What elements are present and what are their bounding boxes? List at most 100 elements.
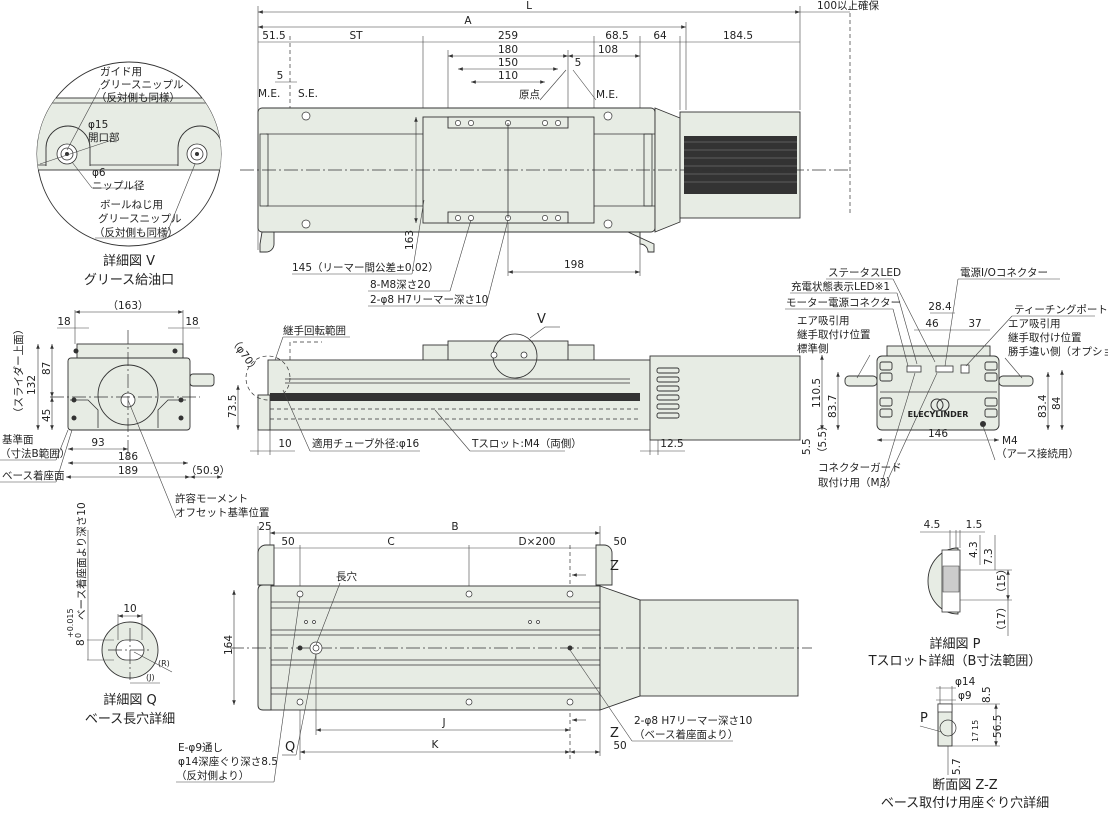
dim-184-5: 184.5 <box>723 30 753 42</box>
dim-L: L <box>526 0 532 12</box>
ballscrew-nipple-label: ボールねじ用 <box>100 199 163 211</box>
top-view: L 100以上確保 A 51.5 ST 259 68.5 64 184.5 18… <box>240 0 880 307</box>
controller-view: ELECYLINDER 110.5 83.7 83.4 84 5.5 （5.5）… <box>785 266 1108 489</box>
opening-label: φ15 <box>88 119 108 131</box>
reamer-label: （ベース着座面より） <box>634 728 738 741</box>
air-standard-label: エア吸引用 <box>797 314 850 327</box>
dim-50-c: 50 <box>613 740 626 752</box>
me-left-label: M.E. <box>258 88 280 100</box>
air-option-label: 継手取付け位置 <box>1008 331 1082 344</box>
air-option-label: エア吸引用 <box>1008 317 1061 330</box>
dim-259: 259 <box>498 30 518 42</box>
nipple-dia-label: ニップル径 <box>92 179 145 192</box>
dim-45: 45 <box>41 409 53 422</box>
moment-label: オフセット基準位置 <box>175 506 270 519</box>
dim-C: C <box>387 536 394 548</box>
tapped-hole-label: 8-M8深さ20 <box>370 279 431 291</box>
reamer-label: 2-φ8 H7リーマー深さ10 <box>634 715 752 727</box>
dim-68-5: 68.5 <box>605 30 628 42</box>
tolerance-lower: 0 <box>74 633 83 638</box>
detail-v: ガイド用 グリースニップル （反対側も同様） φ15 開口部 φ6 ニップル径 … <box>36 61 222 288</box>
dim-87: 87 <box>41 362 53 375</box>
dim-83-7: 83.7 <box>827 395 839 418</box>
dim-110: 110 <box>498 70 518 82</box>
dim-50-b: 50 <box>613 536 626 548</box>
slider-top-label: （スライダー上面） <box>12 324 25 418</box>
fitting-elbow <box>257 544 275 586</box>
dim-46: 46 <box>925 318 939 330</box>
tolerance-upper: +0.015 <box>66 608 75 638</box>
dim-110-5: 110.5 <box>811 378 823 408</box>
ballscrew-nipple-label: （反対側も同様） <box>94 226 178 239</box>
charge-led-label: 充電状態表示LED※1 <box>791 280 890 293</box>
section-z-bottom: Z <box>610 726 619 741</box>
ground-screw <box>980 421 986 427</box>
logo-elecylinder: ELECYLINDER <box>908 410 969 419</box>
dim-163-ref: （163） <box>107 300 148 312</box>
opening-label: 開口部 <box>88 131 120 144</box>
section-zz-title: 断面図 Z-Z <box>932 778 998 793</box>
air-option-label: 勝手違い側（オプション） <box>1008 345 1108 358</box>
section-zz: φ14 φ9 8.5 56.5 17 15 P 5.7 断面図 Z-Z ベース取… <box>881 676 1049 811</box>
grease-nipple-ballscrew <box>186 143 208 165</box>
dim-93: 93 <box>91 437 104 449</box>
detail-p-callout: P <box>920 711 928 726</box>
teaching-port <box>960 364 970 374</box>
reamer-pitch-label: 145（リーマー間公差±0.02） <box>292 261 439 274</box>
connector-guard-label: コネクターガード <box>818 462 902 474</box>
detail-p-title: 詳細図 P <box>930 636 981 652</box>
dim-ST: ST <box>349 30 363 42</box>
motor-power-connector <box>906 365 922 373</box>
dim-17: 17 <box>971 732 980 742</box>
detail-q-subtitle: ベース長穴詳細 <box>85 711 175 727</box>
dim-28-4: 28.4 <box>928 301 952 313</box>
dim-4-5: 4.5 <box>924 519 941 531</box>
m4-label: M4 <box>1002 435 1018 447</box>
dim-A: A <box>464 15 472 27</box>
dim-150: 150 <box>498 57 518 69</box>
dim-12-5: 12.5 <box>660 438 683 450</box>
end-view: （163） 18 18 132 （スライダー上面） 87 45 73.5 93 … <box>0 300 270 519</box>
status-led-label: ステータスLED <box>828 267 901 279</box>
detail-v-title: 詳細図 V <box>103 253 155 269</box>
dim-37: 37 <box>968 318 981 330</box>
dim-10: 10 <box>278 438 291 450</box>
dim-146: 146 <box>928 428 948 440</box>
dim-51-5: 51.5 <box>262 30 285 42</box>
section-z-top: Z <box>610 559 619 574</box>
mounting-hole-label: E-φ9通し <box>178 742 223 754</box>
dim-1-5: 1.5 <box>966 519 983 531</box>
radius-label: (R) <box>158 659 170 668</box>
motor-fins <box>684 136 797 194</box>
ground-label: （アース接続用） <box>996 447 1079 460</box>
detail-q-title: 詳細図 Q <box>103 692 156 708</box>
bottom-view: 25 B 50 C D×200 50 長穴 Z Z 164 J K <box>176 521 812 783</box>
dim-73-5: 73.5 <box>227 395 239 418</box>
nipple-dia-label: φ6 <box>92 167 106 179</box>
slot-label: 長穴 <box>336 570 357 583</box>
detail-p-subtitle: Tスロット詳細（B寸法範囲） <box>868 653 1042 669</box>
dim-7-3: 7.3 <box>983 548 995 565</box>
guide-nipple-label: ガイド用 <box>100 66 142 78</box>
dim-K: K <box>432 739 440 751</box>
dim-17-ref: （17） <box>996 602 1008 636</box>
dim-64: 64 <box>653 30 667 42</box>
fitting-elbow <box>627 231 655 253</box>
j-label: (J) <box>146 673 155 682</box>
reamer-hole-label: 2-φ8 H7リーマー深さ10 <box>370 294 488 306</box>
fitting-elbow <box>259 231 275 253</box>
se-label: S.E. <box>298 88 318 100</box>
mounting-hole-label: （反対側より） <box>176 769 249 782</box>
dim-5-5-ref: （5.5） <box>817 420 829 458</box>
origin-label: 原点 <box>519 89 540 101</box>
dim-D200: D×200 <box>519 536 556 548</box>
joint-rotation-label: 継手回転範囲 <box>283 324 346 337</box>
dim-J: J <box>441 717 445 729</box>
teaching-port-label: ティーチングポート <box>1014 303 1108 316</box>
dim-10: 10 <box>123 603 136 615</box>
dim-108: 108 <box>598 44 618 56</box>
dim-50-9: （50.9） <box>186 465 230 477</box>
ref-surface-label: （寸法B範囲） <box>0 447 70 460</box>
phi14-label: φ14 <box>955 676 976 688</box>
dim-163: 163 <box>404 230 416 250</box>
